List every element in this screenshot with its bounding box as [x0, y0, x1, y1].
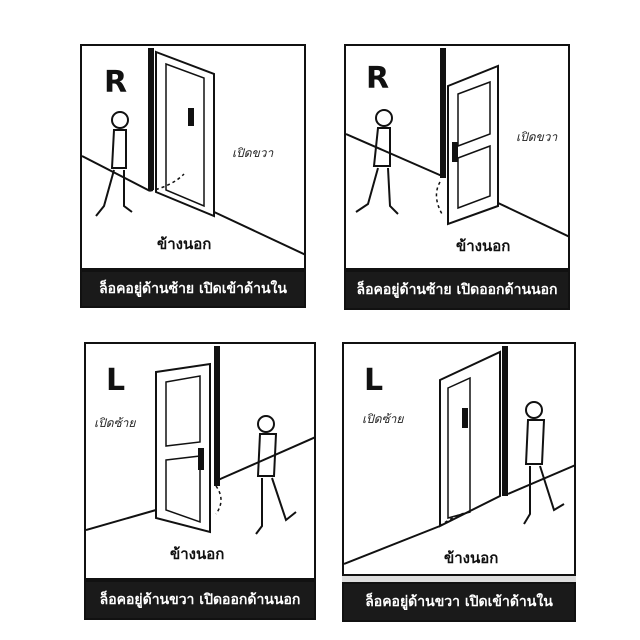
person-icon: [523, 401, 565, 525]
swing-path: [215, 485, 222, 515]
caption-bar: ล็อคอยู่ด้านซ้าย เปิดเข้าด้านใน: [80, 270, 306, 308]
door-icon: [155, 362, 211, 534]
open-direction-label: เปิดขวา: [516, 130, 558, 144]
hinge-letter: R: [366, 61, 390, 96]
wall-edge: [148, 48, 154, 190]
door-icon: [155, 50, 215, 218]
swing-path: [435, 181, 443, 215]
person-icon: [255, 415, 297, 535]
panel-right-outward: R เปิดขวา ข้างนอก ล็อคอยู่ด้านซ้าย เปิดอ…: [344, 44, 570, 314]
open-direction-label: เปิดซ้าย: [362, 412, 404, 426]
outside-label: ข้างนอก: [157, 235, 212, 253]
panel-left-inward: L เปิดซ้าย ข้างนอก ล็อคอยู่ด้านขวา เปิดเ…: [342, 342, 576, 624]
room-scene: [82, 48, 304, 256]
panel-frame: L เปิดซ้าย ข้างนอก: [342, 342, 576, 576]
door-icon: [439, 350, 501, 528]
caption-bar: ล็อคอยู่ด้านขวา เปิดออกด้านนอก: [84, 580, 316, 620]
caption-bar: ล็อคอยู่ด้านซ้าย เปิดออกด้านนอก: [344, 270, 570, 310]
person-icon: [355, 109, 399, 215]
open-direction-label: เปิดซ้าย: [94, 416, 136, 430]
floor-shadow: [342, 576, 576, 584]
hinge-letter: L: [106, 363, 126, 398]
outside-label: ข้างนอก: [444, 549, 499, 567]
wall-edge: [502, 346, 508, 496]
swing-path: [149, 173, 185, 192]
swing-path: [439, 511, 471, 527]
outside-label: ข้างนอก: [456, 237, 511, 255]
hinge-letter: R: [104, 65, 128, 100]
panel-right-inward: R เปิดขวา ข้างนอก ล็อคอยู่ด้านซ้าย เปิดเ…: [80, 44, 306, 314]
panel-frame: L เปิดซ้าย ข้างนอก: [84, 342, 316, 580]
caption-bar: ล็อคอยู่ด้านขวา เปิดเข้าด้านใน: [342, 582, 576, 622]
panel-left-outward: L เปิดซ้าย ข้างนอก ล็อคอยู่ด้านขวา เปิดอ…: [84, 342, 316, 624]
open-direction-label: เปิดขวา: [232, 146, 274, 160]
room-scene: [346, 48, 568, 238]
panel-frame: R เปิดขวา ข้างนอก: [344, 44, 570, 270]
room-scene: [86, 346, 314, 535]
door-icon: [447, 64, 499, 226]
outside-label: ข้างนอก: [170, 545, 225, 563]
hinge-letter: L: [364, 363, 384, 398]
room-scene: [344, 346, 574, 565]
wall-edge: [440, 48, 446, 178]
wall-edge: [214, 346, 220, 486]
panel-frame: R เปิดขวา ข้างนอก: [80, 44, 306, 270]
person-icon: [95, 111, 133, 217]
